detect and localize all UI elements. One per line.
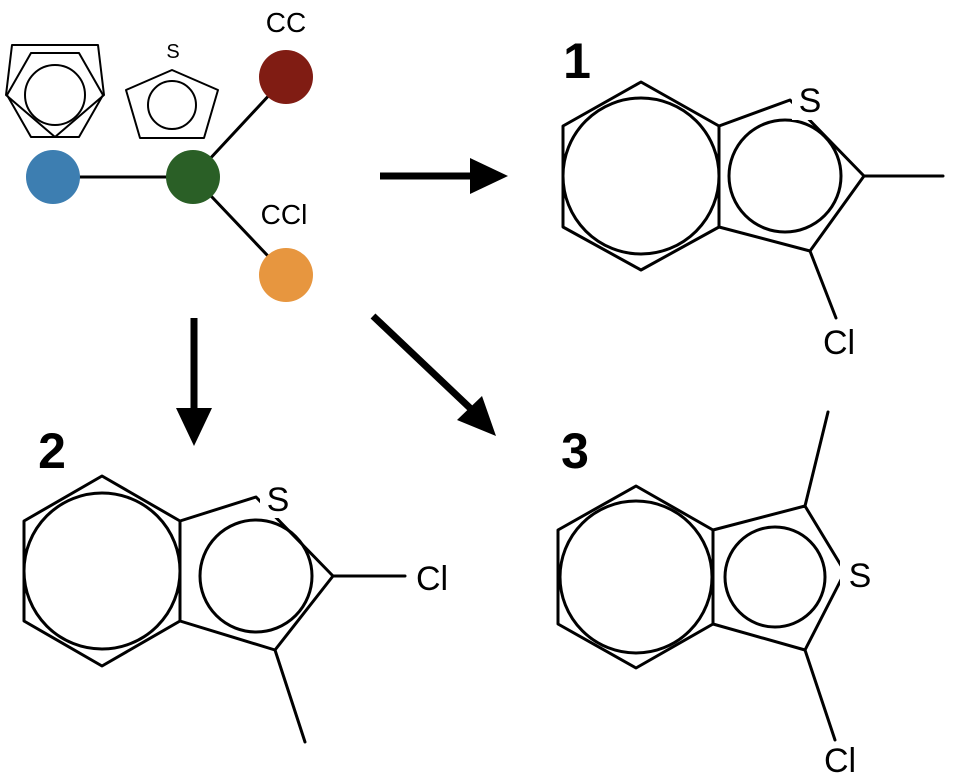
methyl-label: CC xyxy=(266,7,306,38)
center-node xyxy=(166,150,220,204)
chlorine-bond xyxy=(803,648,837,742)
aromatic-circle xyxy=(727,118,843,234)
chlorine-label: Cl xyxy=(824,742,856,780)
sulfur-label: S xyxy=(849,557,872,595)
benzene-ring xyxy=(22,474,182,668)
product-number: 1 xyxy=(563,33,591,89)
product-1: 1 S Cl xyxy=(561,33,945,362)
methyl-bond xyxy=(273,648,307,744)
benzene-ring xyxy=(556,484,715,670)
sulfur-label: S xyxy=(267,481,290,519)
thiophene-sulfur-label: S xyxy=(166,41,179,63)
arrow-to-product-1 xyxy=(380,158,508,194)
chlorine-bond xyxy=(808,249,838,320)
product-3: 3 S Cl xyxy=(556,410,876,780)
methyl-node xyxy=(259,50,313,104)
thiophene-fragment-icon: S xyxy=(125,36,219,139)
product-number: 2 xyxy=(38,423,66,479)
methyl-bond xyxy=(803,410,830,508)
chlorine-label: Cl xyxy=(416,560,448,598)
product-2: 2 S Cl xyxy=(22,423,448,744)
arrow-to-product-3 xyxy=(370,313,496,436)
aromatic-circle xyxy=(561,96,721,256)
chloromethyl-node xyxy=(259,248,313,302)
benzene-ring xyxy=(561,80,721,272)
arrow-to-product-2 xyxy=(176,318,212,446)
aromatic-circle xyxy=(558,499,714,655)
aromatic-circle xyxy=(198,518,314,634)
chlorine-label: Cl xyxy=(823,324,855,362)
sulfur-label: S xyxy=(799,82,822,120)
phenyl-node xyxy=(26,150,80,204)
aromatic-circle xyxy=(22,491,182,651)
fragment-graph: S CC CCl xyxy=(5,7,313,302)
benzene-fragment-icon xyxy=(5,44,105,138)
product-number: 3 xyxy=(561,423,589,479)
aromatic-circle xyxy=(723,525,827,629)
chloromethyl-label: CCl xyxy=(261,199,308,230)
